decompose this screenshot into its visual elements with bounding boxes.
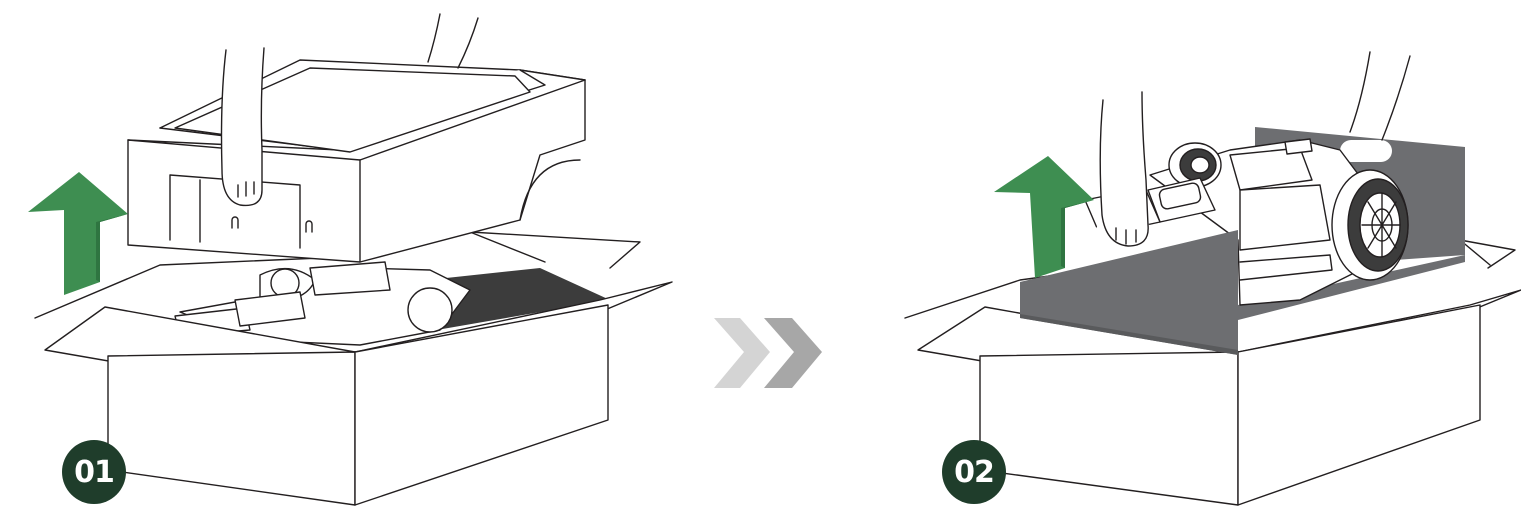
hand-left-2 [1100,92,1148,246]
mower-wheel-right [1332,170,1408,280]
hand-right-1 [428,14,478,68]
step-number-badge: 02 [942,440,1006,504]
up-arrow-icon [28,172,128,295]
step-1-illustration [28,14,672,505]
hand-right-2 [1350,52,1410,140]
foam-cover [128,60,585,262]
step-number-badge: 01 [62,440,126,504]
box-1 [35,232,672,505]
double-chevron-right-icon [714,318,822,388]
up-arrow-icon [994,156,1094,278]
hand-left-1 [222,48,265,205]
step-2-illustration [905,52,1521,505]
